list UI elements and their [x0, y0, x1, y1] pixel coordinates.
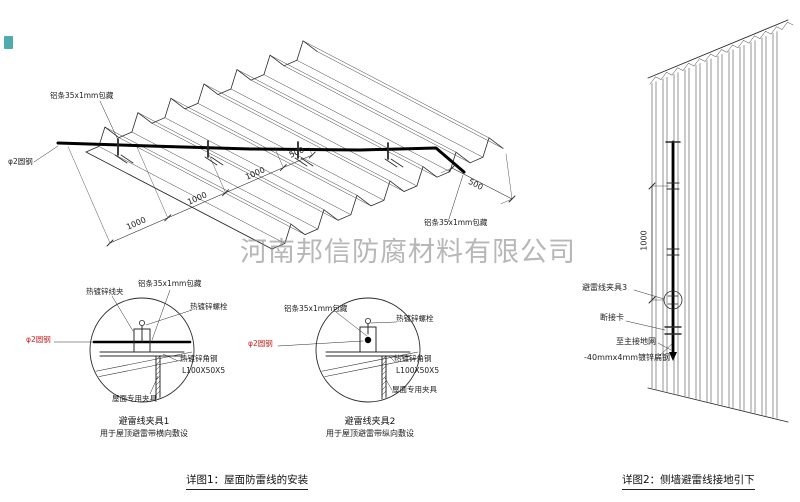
- label-d2-angle-spec: L100X50X5: [396, 366, 440, 375]
- label-d1-angle: 热镀锌角钢: [180, 354, 218, 363]
- detail1-subtitle: 用于屋顶避雷带横向敷设: [100, 429, 188, 438]
- label-d2-bolt: 热镀锌螺栓: [396, 314, 434, 323]
- label-wall-to-ground: 至主接地网: [616, 337, 656, 346]
- caption-detail1: 详图1：屋面防雷线的安装: [186, 472, 309, 490]
- label-d1-wire-clamp: 热镀锌线夹: [86, 287, 124, 296]
- label-d2-angle: 热镀锌角钢: [394, 354, 432, 363]
- label-d2-round-steel: φ2圆钢: [248, 339, 273, 348]
- label-d2-roof-clamp: 屋面专用夹具: [392, 385, 437, 394]
- caption-detail2: 详图2：侧墙避雷线接地引下: [622, 472, 755, 490]
- detail2-subtitle: 用于屋顶避雷带纵向敷设: [326, 429, 414, 438]
- label-d1-round-steel: φ2圆钢: [26, 335, 51, 344]
- label-d1-roof-clamp: 屋面专用夹具: [112, 394, 157, 403]
- label-wall-disconnect: 断接卡: [600, 313, 624, 322]
- detail1-interior: [91, 319, 193, 401]
- label-d1-strip: 铝条35x1mm包藏: [138, 279, 202, 288]
- label-d2-strip: 铝条35x1mm包藏: [284, 304, 348, 313]
- dim-wall-height: 1000: [639, 230, 649, 251]
- stamp-icon: [4, 36, 13, 49]
- label-wall-clamp: 避雷线夹具3: [582, 283, 628, 292]
- detail2-title: 避雷线夹具2: [344, 417, 396, 427]
- label-d1-angle-spec: L100X50X5: [182, 366, 226, 375]
- label-d1-bolt: 热镀锌螺栓: [190, 302, 228, 311]
- label-wall-flat-steel: -40mmx4mm镀锌扁钢: [584, 353, 671, 362]
- detail2-interior: [317, 317, 419, 401]
- detail1-title: 避雷线夹具1: [118, 417, 170, 427]
- label-aluminum-strip-right: 铝条35x1mm包藏: [424, 218, 488, 227]
- label-aluminum-strip-top: 铝条35x1mm包藏: [50, 91, 114, 100]
- label-round-steel-main: φ2圆钢: [8, 157, 33, 166]
